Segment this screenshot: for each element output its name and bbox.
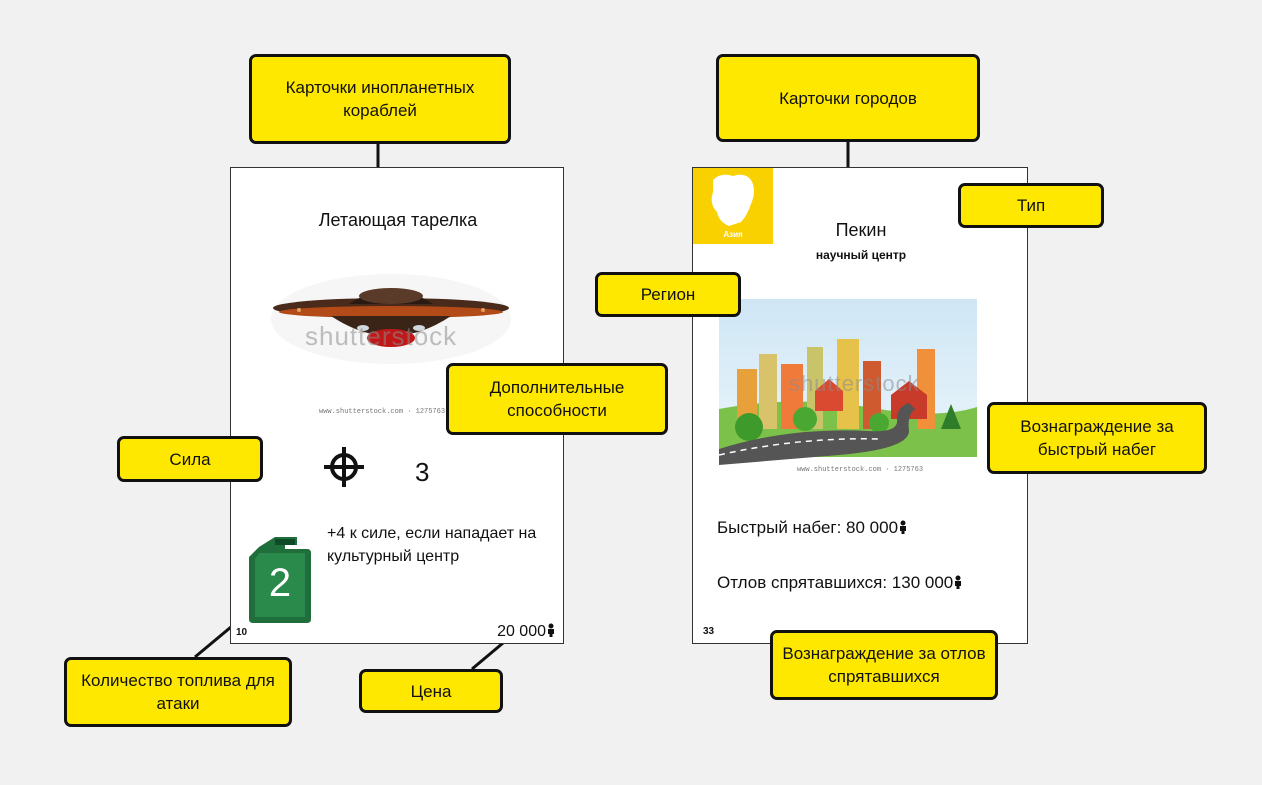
region-badge: Азия [693, 168, 773, 244]
person-icon [548, 623, 554, 637]
fuel-value: 2 [268, 561, 292, 605]
crosshair-icon [324, 447, 364, 487]
person-icon [955, 575, 962, 589]
flying-saucer-icon [271, 274, 511, 364]
ability-text: +4 к силе, если нападает на культурный ц… [327, 525, 537, 565]
callout-raid-reward: Вознаграждение за быстрый набег [987, 402, 1207, 474]
city-illustration-icon [719, 299, 977, 479]
city-name: Пекин [835, 220, 887, 240]
callout-alien-cards: Карточки инопланетных кораблей [249, 54, 511, 144]
alien-ship-card: Летающая тарелка [230, 167, 564, 644]
city-card: Азия Пекин научный центр [692, 167, 1028, 644]
card-number: 33 [703, 626, 715, 637]
image-watermark: shutterstock [305, 321, 458, 351]
callout-extra-abilities: Дополнительные способности [446, 363, 668, 435]
ufo-image: shutterstock www.shutterstock.com · 1275… [239, 246, 557, 424]
strength-icon [323, 446, 365, 488]
callout-price: Цена [359, 669, 503, 713]
callout-region: Регион [595, 272, 741, 317]
callout-hunt-reward: Вознаграждение за отлов спрятавшихся [770, 630, 998, 700]
hunt-reward-text: Отлов спрятавшихся: 130 000 [717, 573, 954, 592]
image-credit: www.shutterstock.com · 1275763 [797, 466, 924, 474]
connector-price [471, 641, 504, 671]
price-row: 20 000 [497, 623, 555, 641]
callout-fuel-amount: Количество топлива для атаки [64, 657, 292, 727]
region-label: Азия [723, 230, 743, 239]
strength-value: 3 [415, 457, 430, 487]
fuel-can-icon: 2 [247, 535, 313, 623]
callout-type: Тип [958, 183, 1104, 228]
callout-city-cards: Карточки городов [716, 54, 980, 142]
image-watermark: shutterstock [789, 371, 920, 396]
city-type: научный центр [815, 248, 907, 262]
card-number: 10 [236, 627, 248, 638]
callout-strength: Сила [117, 436, 263, 482]
raid-reward-text: Быстрый набег: 80 000 [717, 518, 899, 537]
raid-reward-row: Быстрый набег: 80 000 [717, 518, 907, 538]
person-icon [900, 520, 907, 534]
card-title: Летающая тарелка [318, 210, 478, 230]
asia-map-icon [711, 174, 754, 226]
image-credit: www.shutterstock.com · 1275763 [319, 408, 446, 416]
city-image: shutterstock www.shutterstock.com · 1275… [719, 299, 977, 479]
hunt-reward-row: Отлов спрятавшихся: 130 000 [717, 573, 962, 593]
price-value: 20 000 [497, 623, 546, 640]
